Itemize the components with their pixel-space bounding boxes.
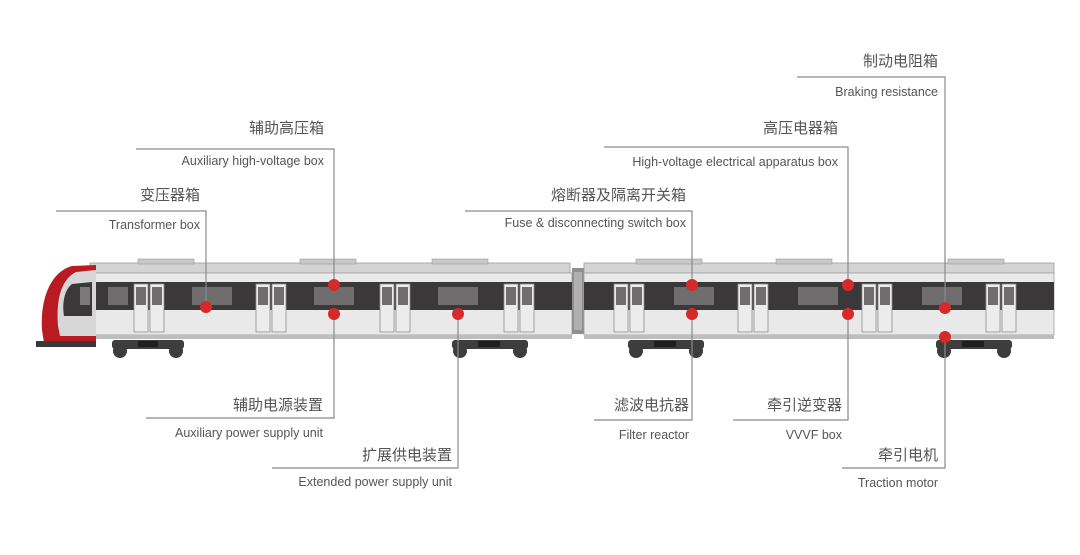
- label-aux-power-supply-zh: 辅助电源装置: [233, 396, 323, 414]
- label-aux-hv-box-zh: 辅助高压箱: [249, 119, 324, 137]
- marker-fuse-switch-box: [686, 279, 698, 291]
- marker-extended-power-supply: [452, 308, 464, 320]
- label-hv-apparatus-box-en: High-voltage electrical apparatus box: [632, 155, 838, 169]
- marker-vvvf-box: [842, 308, 854, 320]
- marker-aux-hv-box: [328, 279, 340, 291]
- label-traction-motor-en: Traction motor: [858, 476, 938, 490]
- label-transformer-box-en: Transformer box: [109, 218, 201, 232]
- bogie-4: [936, 340, 1012, 358]
- label-braking-resistance-en: Braking resistance: [835, 85, 938, 99]
- bogies: [112, 340, 1012, 358]
- label-transformer-box-zh: 变压器箱: [140, 186, 200, 204]
- marker-aux-power-supply: [328, 308, 340, 320]
- label-hv-apparatus-box-zh: 高压电器箱: [763, 119, 838, 137]
- label-extended-power-supply-en: Extended power supply unit: [298, 475, 452, 489]
- marker-braking-resistance: [939, 302, 951, 314]
- label-aux-power-supply-en: Auxiliary power supply unit: [175, 426, 324, 440]
- marker-transformer-box: [200, 301, 212, 313]
- cab-nose: [36, 265, 96, 347]
- car-2: [583, 258, 1055, 339]
- marker-traction-motor: [939, 331, 951, 343]
- train-illustration: [36, 258, 1055, 358]
- label-filter-reactor-zh: 滤波电抗器: [614, 396, 689, 414]
- car-1: [87, 258, 573, 339]
- bogie-2: [452, 340, 528, 358]
- label-vvvf-box-en: VVVF box: [786, 428, 843, 442]
- label-traction-motor-zh: 牵引电机: [878, 446, 938, 464]
- label-fuse-switch-box-zh: 熔断器及隔离开关箱: [551, 186, 686, 204]
- marker-hv-apparatus-box: [842, 279, 854, 291]
- label-braking-resistance-zh: 制动电阻箱: [863, 52, 938, 70]
- leader-lines: [56, 76, 946, 469]
- equipment-markers: [200, 279, 951, 343]
- callout-labels: 制动电阻箱 Braking resistance 辅助高压箱 Auxiliary…: [109, 52, 938, 490]
- label-vvvf-box-zh: 牵引逆变器: [767, 396, 842, 414]
- bogie-1: [112, 340, 184, 358]
- label-extended-power-supply-zh: 扩展供电装置: [362, 446, 452, 464]
- label-aux-hv-box-en: Auxiliary high-voltage box: [182, 154, 325, 168]
- label-fuse-switch-box-en: Fuse & disconnecting switch box: [505, 216, 687, 230]
- label-filter-reactor-en: Filter reactor: [619, 428, 689, 442]
- marker-filter-reactor: [686, 308, 698, 320]
